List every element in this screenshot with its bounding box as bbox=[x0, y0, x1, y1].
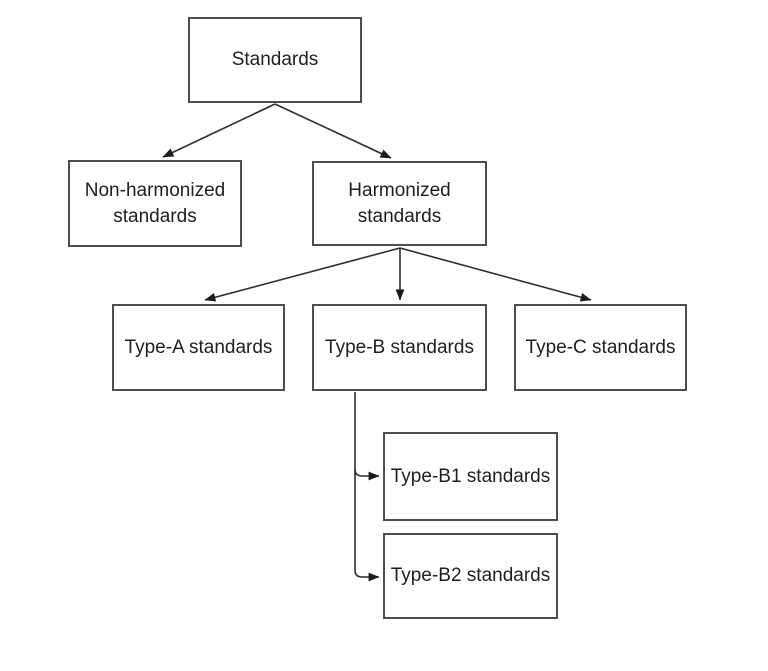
edge-type-b-to-type-b2 bbox=[354, 392, 380, 582]
edge-harmonized-to-type-a bbox=[204, 247, 401, 302]
node-type-a-standards-label: Type-A standards bbox=[124, 336, 273, 358]
node-non-harmonized-standards: Non-harmonized standards bbox=[68, 160, 242, 247]
node-type-b1-standards: Type-B1 standards bbox=[383, 432, 558, 521]
node-standards-label: Standards bbox=[231, 49, 319, 71]
edge-standards-to-harmonized bbox=[274, 103, 392, 159]
node-non-harmonized-standards-label-line2: standards bbox=[113, 205, 197, 227]
node-type-a-standards: Type-A standards bbox=[112, 304, 285, 391]
edge-type-b-to-type-b1 bbox=[354, 468, 380, 481]
node-harmonized-standards-label-line2: standards bbox=[357, 205, 442, 227]
node-non-harmonized-standards-label-line1: Non-harmonized bbox=[84, 180, 226, 202]
node-type-b-standards: Type-B standards bbox=[312, 304, 487, 391]
node-type-b2-standards-label: Type-B2 standards bbox=[390, 565, 551, 587]
node-type-c-standards-label: Type-C standards bbox=[525, 336, 676, 358]
edge-standards-to-non-harmonized bbox=[162, 103, 276, 158]
node-type-b2-standards: Type-B2 standards bbox=[383, 533, 558, 619]
node-standards: Standards bbox=[188, 17, 362, 103]
node-harmonized-standards: Harmonized standards bbox=[312, 161, 487, 246]
node-type-b1-standards-label: Type-B1 standards bbox=[390, 465, 551, 487]
node-type-b-standards-label: Type-B standards bbox=[325, 336, 474, 358]
edge-harmonized-to-type-c bbox=[399, 247, 592, 302]
node-type-c-standards: Type-C standards bbox=[514, 304, 687, 391]
node-harmonized-standards-label-line1: Harmonized bbox=[348, 180, 451, 202]
